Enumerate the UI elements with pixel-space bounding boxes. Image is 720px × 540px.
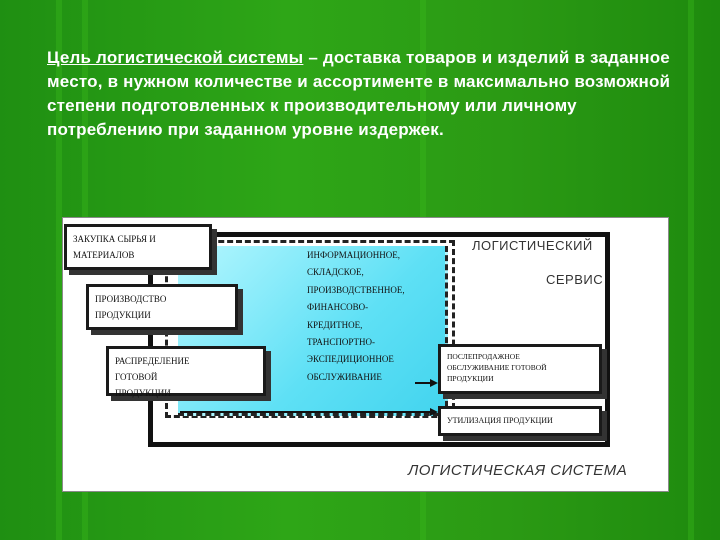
box-production: ПРОИЗВОДСТВО ПРОДУКЦИИ (86, 284, 238, 330)
arrow-head-postsale (430, 379, 438, 387)
heading-term: Цель логистической системы (47, 48, 304, 67)
service-item: СКЛАДСКОЕ, (307, 267, 364, 278)
service-item: ПРОИЗВОДСТВЕННОЕ, (307, 284, 405, 295)
service-item: ОБСЛУЖИВАНИЕ (307, 371, 382, 382)
box-utilization: УТИЛИЗАЦИЯ ПРОДУКЦИИ (438, 406, 602, 436)
service-item: ФИНАНСОВО- (307, 302, 369, 313)
service-label-1: ЛОГИСТИЧЕСКИЙ (472, 238, 593, 253)
box-purchase: ЗАКУПКА СЫРЬЯ И МАТЕРИАЛОВ (64, 224, 212, 270)
arrow-line (415, 382, 435, 384)
box-distribution: РАСПРЕДЕЛЕНИЕ ГОТОВОЙ ПРОДУКЦИИ (106, 346, 266, 398)
logistics-system-frame (148, 232, 610, 447)
box-postsale: ПОСЛЕПРОДАЖНОЕ ОБСЛУЖИВАНИЕ ГОТОВОЙ ПРОД… (438, 344, 602, 394)
service-item: ИНФОРМАЦИОННОЕ, (307, 250, 400, 260)
bg-stripe (56, 0, 62, 540)
service-item: ТРАНСПОРТНО- (307, 337, 375, 348)
service-list: ИНФОРМАЦИОННОЕ, СКЛАДСКОЕ, ПРОИЗВОДСТВЕН… (307, 247, 447, 386)
system-label: ЛОГИСТИЧЕСКАЯ СИСТЕМА (408, 462, 628, 479)
service-item: ЭКСПЕДИЦИОННОЕ (307, 354, 394, 365)
slide-heading: Цель логистической системы – доставка то… (47, 46, 677, 142)
bg-stripe (688, 0, 694, 540)
heading-text: – доставка товаров и изделий в заданное … (47, 48, 671, 139)
service-label-2: СЕРВИС (546, 272, 604, 287)
service-item: КРЕДИТНОЕ, (307, 319, 363, 330)
arrow-head-utilization (430, 408, 438, 416)
arrow-line (180, 411, 435, 413)
